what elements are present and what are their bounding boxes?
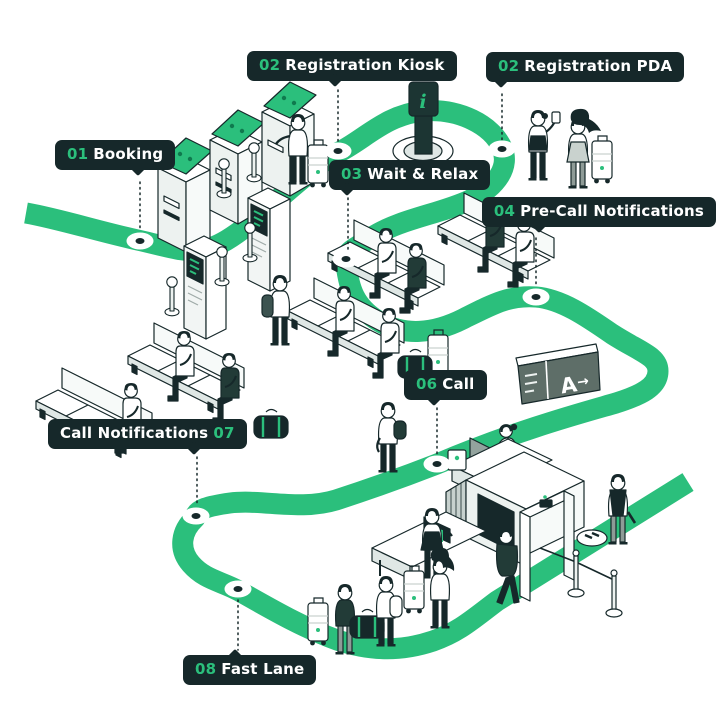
step-text: Registration PDA	[524, 57, 673, 75]
step-number: 01	[67, 145, 89, 163]
backpack	[389, 595, 403, 618]
node-wait-and-relax	[332, 250, 360, 268]
security-area	[371, 423, 637, 618]
step-text: Pre-Call Notifications	[520, 202, 704, 220]
departure-boards	[164, 187, 291, 340]
node-pre-call-notifications	[522, 288, 550, 306]
step-number: 04	[493, 202, 516, 220]
waiting-area	[35, 192, 555, 459]
node-call	[423, 455, 451, 473]
node-call-notifications	[182, 507, 210, 525]
node-registration-kiosk	[324, 142, 352, 160]
passenger-in-detector	[495, 529, 520, 605]
gate-letter: A	[559, 372, 580, 398]
step-number: 02	[498, 57, 520, 75]
stanchion	[164, 276, 180, 317]
step-text: Call Notifications	[60, 424, 209, 442]
node-registration-pda	[488, 140, 516, 158]
suitcase	[591, 135, 613, 184]
gate-sign: A →	[515, 343, 601, 405]
shoulder-bag	[393, 420, 407, 440]
info-pillar: i	[392, 81, 454, 167]
node-fast-lane	[224, 580, 252, 598]
step-text: Call	[442, 375, 475, 393]
backpack	[261, 294, 274, 318]
metal-detector	[519, 490, 575, 602]
step-text: Booking	[93, 145, 164, 163]
suitcase	[403, 565, 425, 615]
step-text: Wait & Relax	[367, 165, 479, 183]
security-guard	[607, 473, 637, 546]
walking-person	[376, 401, 407, 474]
duffel-bag	[252, 408, 290, 440]
step-text: Registration Kiosk	[285, 56, 445, 74]
step-text: Fast Lane	[221, 660, 305, 678]
rope-stanchion	[605, 569, 623, 618]
node-booking	[126, 232, 154, 250]
info-icon: i	[419, 91, 426, 113]
suitcase	[307, 597, 329, 647]
step-number: 03	[341, 165, 363, 183]
kiosk-passenger	[275, 113, 329, 188]
fast-lane-queue	[307, 547, 455, 656]
rope-stanchion	[567, 549, 585, 598]
label-connectors	[139, 89, 537, 651]
step-number: 07	[213, 424, 235, 442]
suitcase	[307, 139, 329, 188]
queue-passenger	[429, 557, 451, 630]
step-number: 06	[416, 375, 438, 393]
gate-arrow-icon: →	[576, 373, 590, 391]
step-number: 08	[195, 660, 217, 678]
step-number: 02	[259, 56, 281, 74]
registration-pda-people	[527, 108, 613, 190]
